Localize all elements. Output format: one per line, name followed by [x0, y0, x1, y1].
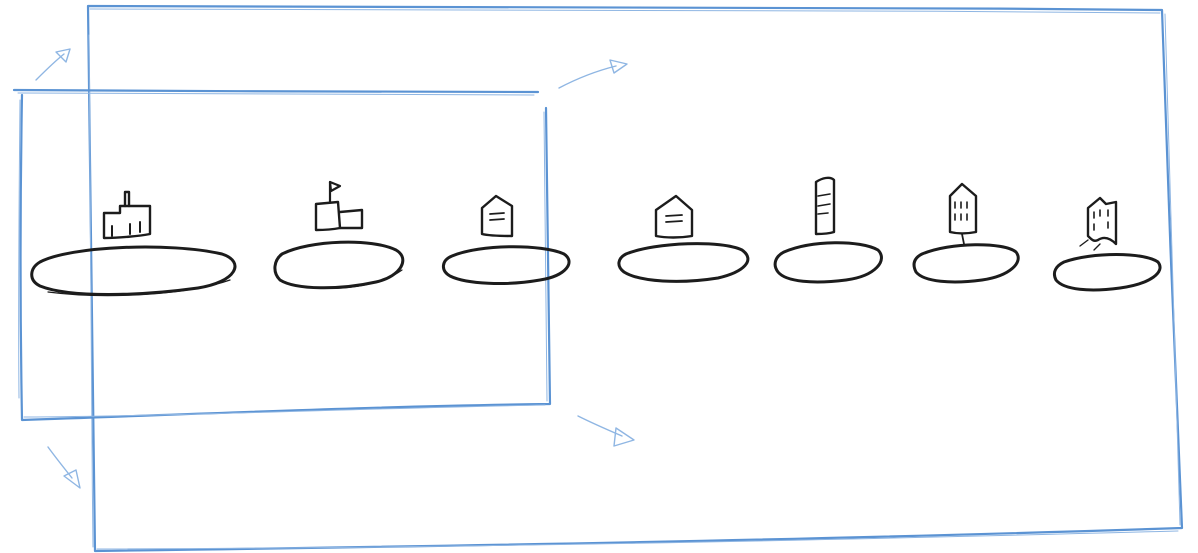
island-ellipse [275, 242, 403, 288]
factory-icon [104, 192, 150, 238]
arrow-bottom-right [578, 416, 634, 446]
castle-flag-icon [316, 182, 362, 230]
island-tower [775, 178, 881, 282]
island-factory [32, 192, 235, 296]
tall-tower-icon [816, 178, 834, 234]
outer-frame-sketch-pass [89, 9, 1180, 549]
highrise-building-icon [950, 184, 976, 244]
ruined-building-icon [1080, 198, 1116, 250]
island-highrise [914, 184, 1018, 282]
island-house-2 [619, 196, 748, 281]
island-ruin [1054, 198, 1160, 290]
island-ellipse [619, 244, 748, 282]
island-house-1 [443, 196, 569, 283]
house-icon [482, 196, 512, 236]
island-ellipse [443, 247, 569, 284]
island-castle [275, 182, 403, 288]
island-ellipse [1054, 255, 1160, 290]
island-ellipse [775, 243, 881, 282]
arrow-top-left [36, 49, 70, 80]
arrow-bottom-left [48, 447, 80, 488]
island-ellipse [914, 245, 1018, 282]
outer-frame-outline [88, 6, 1182, 551]
house-icon [656, 196, 692, 238]
outer-frame [88, 6, 1182, 551]
arrow-top-right [559, 60, 627, 88]
